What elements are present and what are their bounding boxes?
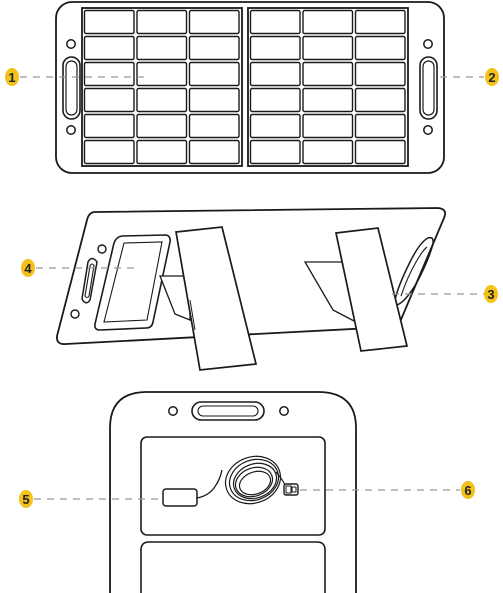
left-kickstand [159,226,258,371]
left-solar-cell [136,35,188,61]
callout-badges: 1 2 3 4 5 6 [5,68,499,508]
coiled-cable [224,455,287,505]
right-solar-cell [302,9,354,35]
left-solar-cell [136,9,188,35]
left-solar-cell [83,113,135,139]
right-solar-cell [249,9,301,35]
storage-pocket [94,234,171,331]
back-left-handle [70,244,107,319]
right-solar-cell [354,9,406,35]
left-solar-cell [136,87,188,113]
right-solar-cell [249,139,301,165]
callout-5-label: 5 [22,492,29,507]
callout-4-label: 4 [24,261,32,276]
right-kickstand [303,227,409,352]
callout-4: 4 [21,259,35,277]
right-handle [419,39,438,135]
right-solar-cell [249,35,301,61]
right-solar-cell [354,35,406,61]
right-solar-cell [302,35,354,61]
right-solar-cell [302,61,354,87]
right-solar-cell [302,87,354,113]
left-solar-cell [188,9,240,35]
callout-2-label: 2 [488,70,495,85]
callout-6: 6 [461,481,475,499]
left-solar-cell [83,61,135,87]
cable-connector-box [162,488,198,507]
left-solar-cell [188,87,240,113]
left-solar-cell [188,139,240,165]
callout-2: 2 [485,68,499,86]
case-handle [168,401,289,421]
lower-pocket [140,541,326,593]
right-solar-cell [354,113,406,139]
left-solar-cell [83,139,135,165]
left-solar-cell [188,35,240,61]
right-solar-cell [354,61,406,87]
callout-5: 5 [19,490,33,508]
panel-top-view [55,1,445,174]
left-solar-cell [136,61,188,87]
callout-3-label: 3 [487,287,494,302]
left-solar-cell [83,87,135,113]
cable-plug [283,483,299,496]
right-solar-array [247,7,409,167]
left-solar-cell [188,61,240,87]
leader-lines [20,76,484,500]
right-solar-cell [249,87,301,113]
left-solar-cell [188,113,240,139]
left-solar-cell [83,9,135,35]
callout-3: 3 [484,285,498,303]
left-solar-cell [136,113,188,139]
callout-1: 1 [5,68,19,86]
left-solar-cell [83,35,135,61]
left-handle [62,39,81,135]
callout-1-label: 1 [8,70,15,85]
back-right-handle [394,236,434,306]
left-solar-cell [136,139,188,165]
panel-back-view [56,207,447,371]
right-solar-cell [302,139,354,165]
cable-pocket [140,436,326,536]
right-solar-cell [354,87,406,113]
carry-case-view [109,391,357,593]
right-solar-cell [249,61,301,87]
right-solar-cell [302,113,354,139]
right-solar-cell [354,139,406,165]
right-solar-cell [249,113,301,139]
left-solar-array [81,7,243,167]
callout-6-label: 6 [464,483,471,498]
